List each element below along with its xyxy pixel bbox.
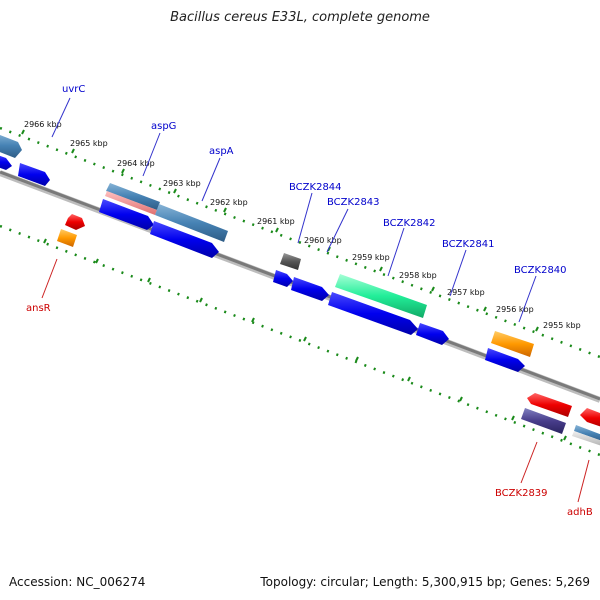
gene-feature[interactable] <box>335 274 427 318</box>
gene-label-BCZK2843[interactable]: BCZK2843 <box>327 197 380 208</box>
gene-feature[interactable] <box>291 277 329 301</box>
gene-label-BCZK2842[interactable]: BCZK2842 <box>383 218 436 229</box>
gene-feature[interactable] <box>0 133 22 158</box>
gene-feature[interactable] <box>574 425 600 442</box>
gene-label-adhB[interactable]: adhB <box>567 507 593 518</box>
gene-feature[interactable] <box>328 292 418 335</box>
gene-feature[interactable] <box>57 229 77 247</box>
kbp-label: 2958 kbp <box>399 271 437 280</box>
label-leaders-reverse <box>41 258 590 503</box>
gene-feature[interactable] <box>485 348 525 372</box>
kbp-label: 2962 kbp <box>210 198 248 207</box>
kbp-label: 2955 kbp <box>543 321 581 330</box>
map-title: Bacillus cereus E33L, complete genome <box>170 10 430 25</box>
tick-track-inner <box>0 224 600 457</box>
kbp-labels: 2966 kbp 2965 kbp 2964 kbp 2963 kbp 2962… <box>24 120 581 330</box>
gene-feature[interactable] <box>521 408 566 434</box>
gene-features-reverse <box>57 214 600 447</box>
kbp-label: 2965 kbp <box>70 139 108 148</box>
accession-text: Accession: NC_006274 <box>9 575 146 589</box>
gene-feature[interactable] <box>580 408 600 428</box>
gene-label-BCZK2841[interactable]: BCZK2841 <box>442 239 495 250</box>
tick-track-outer <box>0 126 600 359</box>
gene-labels: uvrC aspG aspA BCZK2844 BCZK2843 BCZK284… <box>26 84 593 518</box>
gene-feature[interactable] <box>273 270 293 287</box>
gene-feature[interactable] <box>572 431 600 447</box>
gene-feature[interactable] <box>150 221 219 258</box>
kbp-label: 2959 kbp <box>352 253 390 262</box>
major-ticks-outer <box>21 129 539 332</box>
gene-feature[interactable] <box>0 154 12 170</box>
gene-feature[interactable] <box>416 323 449 345</box>
gene-label-ansR[interactable]: ansR <box>26 303 51 314</box>
gene-label-aspA[interactable]: aspA <box>209 146 234 157</box>
gene-label-BCZK2839[interactable]: BCZK2839 <box>495 488 548 499</box>
gene-label-uvrC[interactable]: uvrC <box>62 84 85 95</box>
kbp-label: 2956 kbp <box>496 305 534 314</box>
label-leaders-forward <box>51 97 537 323</box>
kbp-label: 2963 kbp <box>163 179 201 188</box>
kbp-label: 2964 kbp <box>117 159 155 168</box>
gene-feature[interactable] <box>491 331 534 357</box>
gene-features-forward <box>0 133 534 372</box>
gene-feature[interactable] <box>65 214 85 230</box>
gene-feature[interactable] <box>280 253 301 270</box>
kbp-label: 2960 kbp <box>304 236 342 245</box>
gene-feature[interactable] <box>106 183 160 210</box>
major-ticks-inner <box>43 238 567 441</box>
genome-stats-text: Topology: circular; Length: 5,300,915 bp… <box>260 575 590 589</box>
gene-feature[interactable] <box>99 199 154 230</box>
gene-feature[interactable] <box>18 163 50 186</box>
gene-feature[interactable] <box>527 393 572 417</box>
gene-label-BCZK2844[interactable]: BCZK2844 <box>289 182 342 193</box>
gene-feature[interactable] <box>105 191 157 215</box>
kbp-label: 2957 kbp <box>447 288 485 297</box>
gene-label-BCZK2840[interactable]: BCZK2840 <box>514 265 567 276</box>
gene-label-aspG[interactable]: aspG <box>151 121 176 132</box>
gene-feature[interactable] <box>155 204 228 242</box>
kbp-label: 2961 kbp <box>257 217 295 226</box>
kbp-label: 2966 kbp <box>24 120 62 129</box>
